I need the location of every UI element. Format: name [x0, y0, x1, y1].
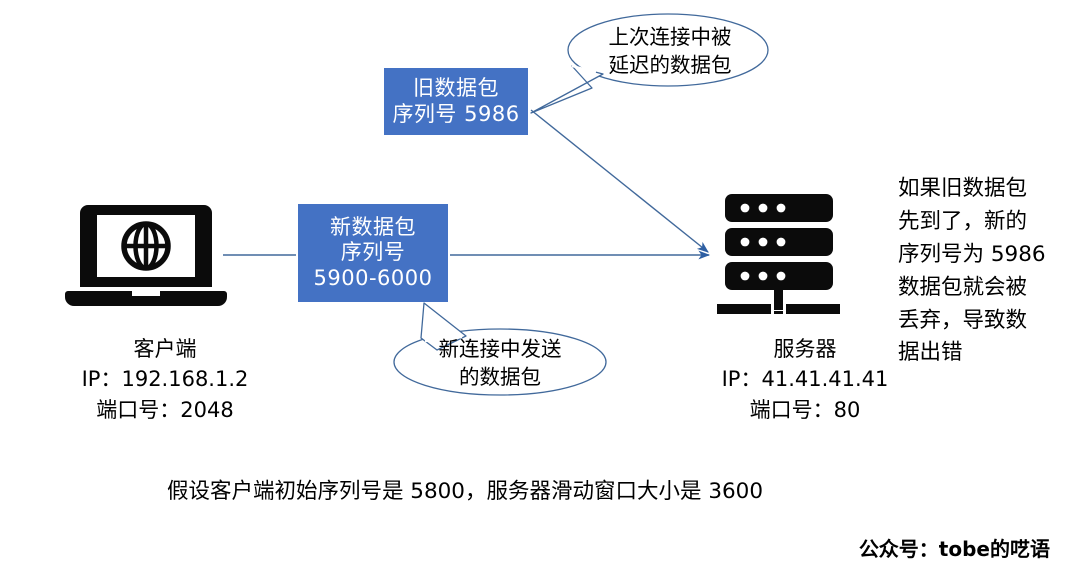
upper-bubble-text: 上次连接中被 延迟的数据包	[570, 24, 770, 80]
arrow-old-packet-to-server	[530, 109, 709, 253]
upper-bubble-line1: 上次连接中被	[608, 25, 732, 49]
right-note-line2: 先到了，新的	[898, 208, 1028, 234]
new-packet-line3: 5900-6000	[313, 265, 433, 290]
lower-bubble-text: 新连接中发送 的数据包	[400, 336, 600, 392]
lower-bubble-line1: 新连接中发送	[438, 337, 562, 361]
upper-bubble-line2: 延迟的数据包	[608, 52, 732, 77]
new-packet-box: 新数据包 序列号 5900-6000	[298, 204, 448, 302]
bottom-caption: 假设客户端初始序列号是 5800，服务器滑动窗口大小是 3600	[166, 479, 764, 504]
right-note-line3: 序列号为 5986	[898, 241, 1046, 267]
new-packet-line1: 新数据包	[330, 214, 416, 239]
old-packet-box: 旧数据包 序列号 5986	[384, 68, 528, 135]
right-note-line1: 如果旧数据包	[898, 176, 1028, 201]
right-note-line6: 据出错	[898, 340, 963, 366]
lower-bubble-line2: 的数据包	[459, 364, 541, 389]
footer-signature: 公众号：tobe的呓语	[858, 537, 1050, 561]
client-name: 客户端	[133, 337, 197, 361]
laptop-globe-icon	[65, 205, 227, 306]
right-side-note: 如果旧数据包 先到了，新的 序列号为 5986 数据包就会被 丢弃，导致数 据出…	[898, 173, 1070, 370]
right-note-line4: 数据包就会被	[898, 274, 1028, 300]
server-ip: IP：41.41.41.41	[721, 367, 889, 392]
client-ip: IP：192.168.1.2	[81, 367, 249, 392]
server-caption: 服务器 IP：41.41.41.41 端口号：80	[660, 334, 950, 425]
new-packet-line2: 序列号	[340, 240, 406, 265]
old-packet-line1: 旧数据包	[413, 75, 499, 100]
old-packet-line2: 序列号 5986	[392, 101, 520, 126]
client-caption: 客户端 IP：192.168.1.2 端口号：2048	[20, 334, 310, 425]
client-port: 端口号：2048	[96, 397, 234, 422]
right-note-line5: 丢弃，导致数	[898, 307, 1028, 333]
server-port: 端口号：80	[749, 397, 861, 422]
server-rack-icon	[717, 194, 840, 314]
server-name: 服务器	[773, 337, 837, 361]
